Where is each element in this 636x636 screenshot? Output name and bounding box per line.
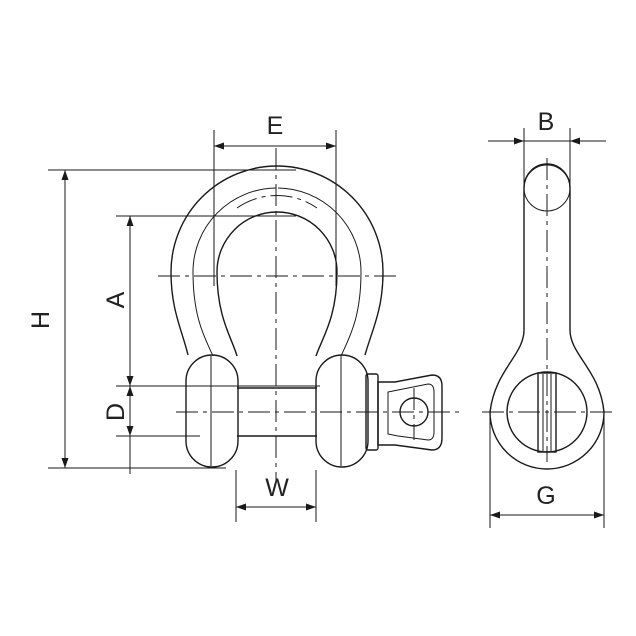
dimension-label-D: D [102, 403, 130, 421]
bow-mid-line-right [277, 187, 362, 357]
pin-head-lug-inner [387, 383, 435, 441]
side-view [482, 158, 614, 470]
dimension-D: D [102, 386, 200, 474]
bow-outer-outline [170, 165, 384, 356]
dimension-A: A [102, 215, 320, 387]
dimension-label-A: A [102, 291, 130, 308]
left-eye [185, 354, 239, 468]
side-view-top-cross-section [523, 164, 571, 212]
bow-inner-outline [216, 211, 338, 357]
side-view-outline [489, 163, 605, 470]
dimension-H: H [27, 169, 296, 469]
dimension-B: B [488, 108, 606, 184]
dimension-label-W: W [265, 474, 289, 502]
dimension-label-G: G [536, 482, 555, 510]
pin-head-lug [377, 374, 443, 451]
dimension-label-H: H [27, 311, 55, 329]
dimension-E: E [213, 112, 337, 286]
bow-centre-arc [236, 195, 318, 209]
bow-mid-line-left [192, 187, 277, 357]
front-view [158, 148, 462, 480]
right-eye [315, 354, 369, 468]
dimension-W: W [235, 470, 317, 522]
dimension-label-B: B [538, 108, 555, 136]
dimension-G: G [489, 412, 605, 528]
dimension-label-E: E [267, 112, 284, 140]
